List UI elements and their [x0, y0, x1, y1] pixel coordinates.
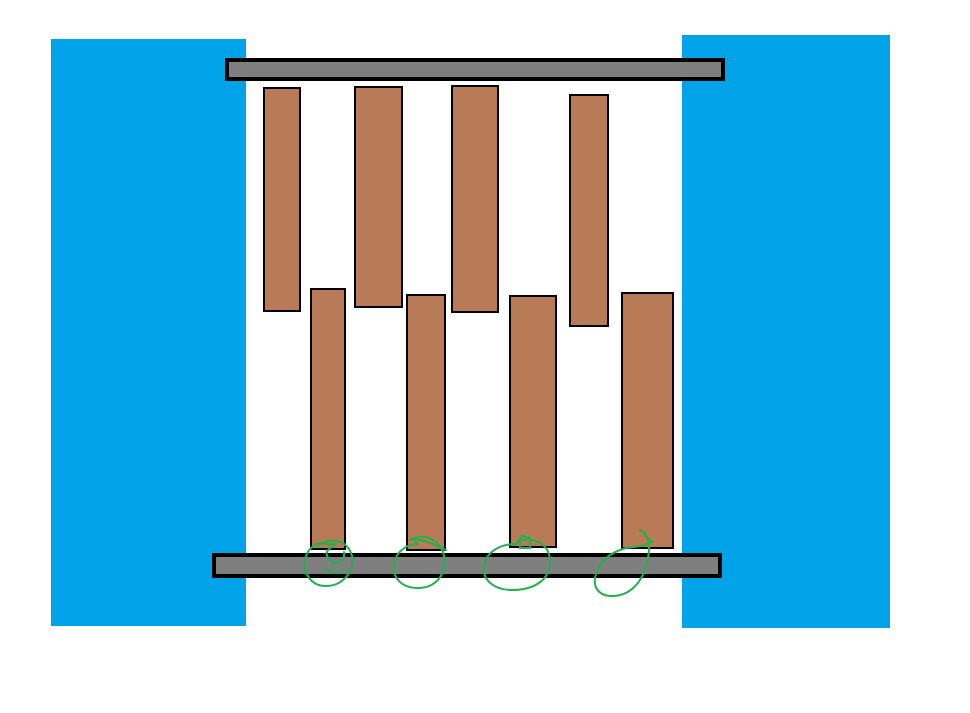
- scribble-mark: [593, 529, 653, 597]
- scribble-mark: [303, 539, 354, 587]
- upper-plank: [569, 94, 609, 327]
- upper-plank: [263, 87, 301, 312]
- left-blue-panel: [51, 39, 246, 626]
- lower-plank: [406, 294, 446, 551]
- lower-plank: [509, 295, 557, 548]
- lower-plank: [310, 288, 346, 550]
- scribble-mark: [392, 535, 447, 589]
- upper-plank: [451, 85, 499, 313]
- right-blue-panel: [682, 35, 890, 628]
- top-rail: [225, 58, 725, 81]
- scribble-mark: [482, 535, 551, 591]
- upper-plank: [354, 86, 403, 308]
- lower-plank: [621, 292, 674, 549]
